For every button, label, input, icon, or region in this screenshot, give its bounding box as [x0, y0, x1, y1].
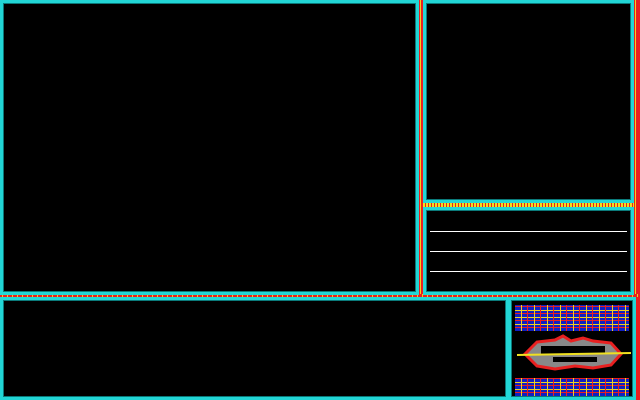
message-line-2	[430, 251, 627, 252]
panel-divider	[423, 203, 634, 208]
inventory-panel[interactable]	[0, 297, 509, 400]
bottom-frame	[0, 294, 640, 297]
message-line-3	[430, 271, 627, 272]
decorative-band-bottom	[515, 378, 629, 396]
game-logo-emblem-icon	[516, 334, 632, 371]
main-viewport[interactable]	[0, 0, 419, 295]
message-panel	[423, 207, 634, 295]
side-view-panel[interactable]	[423, 0, 634, 203]
decorative-band-top	[515, 305, 629, 331]
logo-panel	[508, 297, 636, 400]
message-line-1	[430, 231, 627, 232]
